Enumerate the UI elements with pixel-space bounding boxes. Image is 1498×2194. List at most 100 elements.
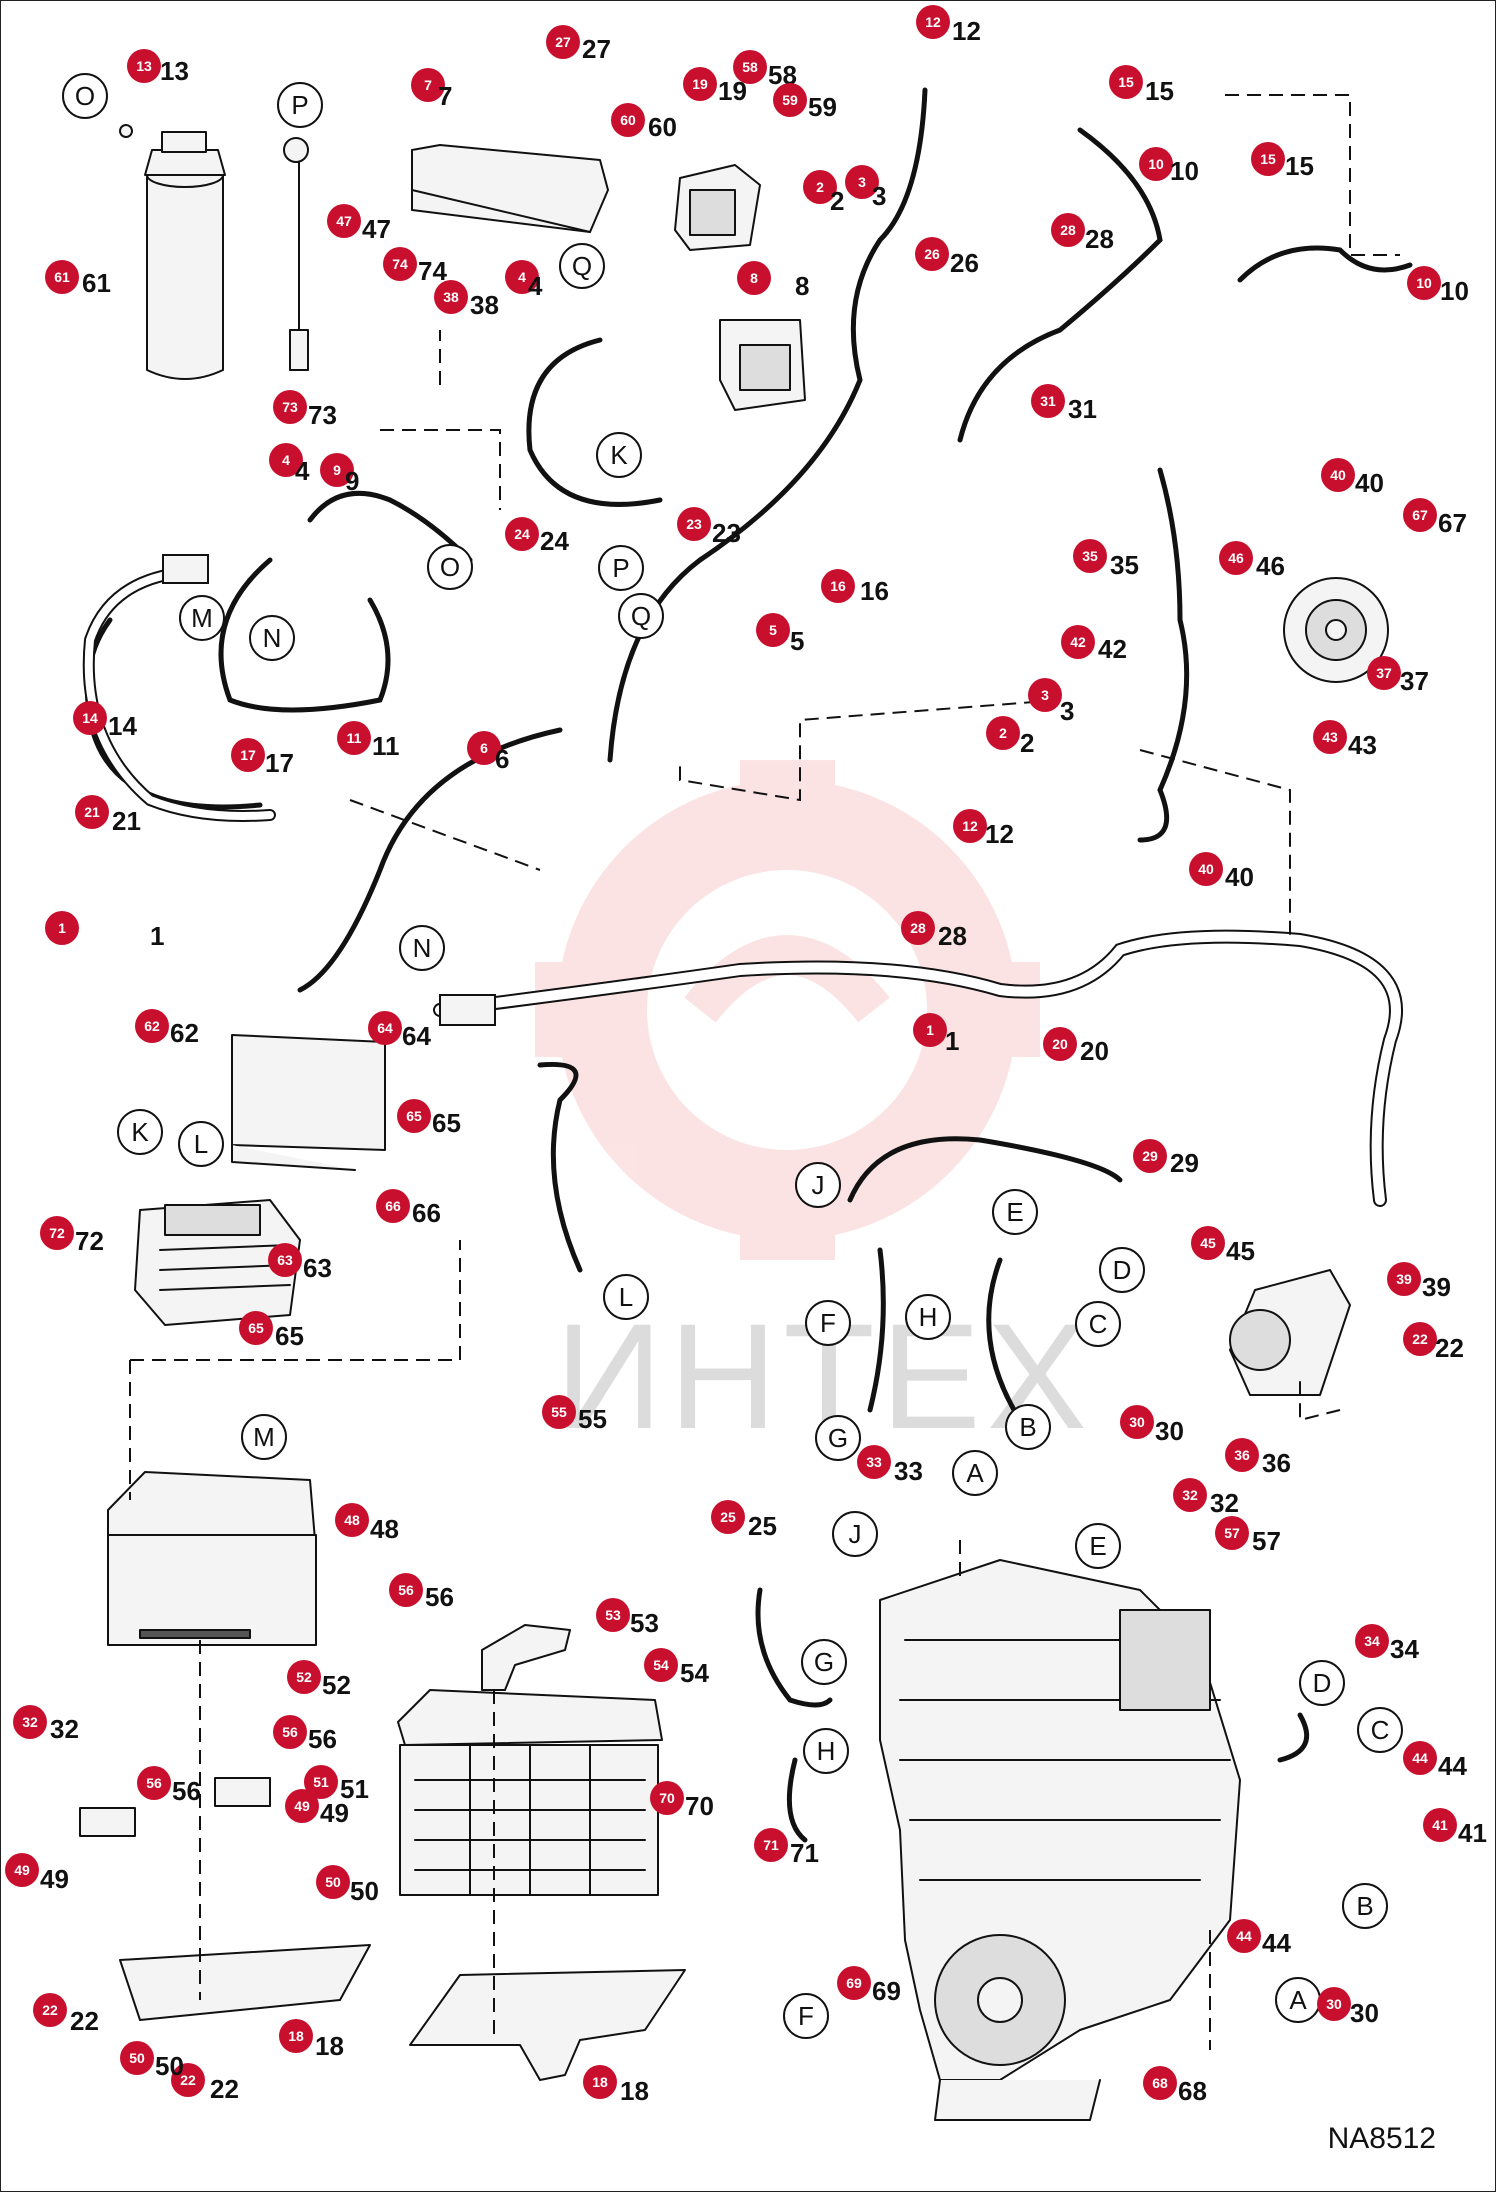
callout-part-number: 1 — [945, 1026, 959, 1056]
battery-tray-left — [119, 1944, 371, 2021]
callout-badge-number: 70 — [659, 1790, 675, 1806]
callout-part-number: 66 — [412, 1198, 441, 1228]
callout-part-number: 41 — [1458, 1818, 1487, 1848]
callout-badge — [1403, 1741, 1437, 1775]
connector-ref-kB1: B — [1005, 1404, 1051, 1450]
connector-ref-circle — [1075, 1523, 1121, 1569]
connector-ref-kL2: L — [603, 1274, 649, 1320]
callout-badge — [953, 809, 987, 843]
callout-part-number: 48 — [370, 1514, 399, 1544]
callout-badge-number: 22 — [180, 2072, 196, 2088]
callout-badge — [231, 738, 265, 772]
callout-badge — [316, 1865, 350, 1899]
callout-badge — [1403, 1322, 1437, 1356]
callout-badge — [711, 1500, 745, 1534]
callout-badge — [1043, 1027, 1077, 1061]
callout-badge-number: 54 — [653, 1657, 669, 1673]
connector-ref-letter: K — [610, 440, 628, 470]
callout-part-number: 49 — [320, 1798, 349, 1828]
callout-badge-number: 60 — [620, 112, 636, 128]
connector-ref-letter: L — [619, 1282, 633, 1312]
connector-ref-circle — [598, 545, 644, 591]
connector-ref-kK1: K — [596, 432, 642, 478]
callout-badge-number: 32 — [22, 1714, 38, 1730]
watermark-logo — [535, 760, 1040, 1260]
level-sensor — [283, 137, 309, 371]
callout-badge — [40, 1216, 74, 1250]
callout-part-number: 65 — [275, 1321, 304, 1351]
callout-part-number: 6 — [495, 744, 509, 774]
callout-badge-number: 36 — [1234, 1447, 1250, 1463]
callout-badge — [733, 50, 767, 84]
callout-badge-number: 30 — [1129, 1414, 1145, 1430]
callout-badge-number: 31 — [1040, 393, 1056, 409]
callout-part-number: 16 — [860, 576, 889, 606]
callout-part-number: 28 — [938, 921, 967, 951]
callout-badge-number: 18 — [288, 2028, 304, 2044]
callout-badge — [1225, 1438, 1259, 1472]
connector-ref-circle — [1299, 1660, 1345, 1706]
cable-m-inner — [84, 568, 274, 820]
connector-ref-letter: F — [798, 2001, 814, 2031]
callout-part-number: 44 — [1438, 1751, 1467, 1781]
callout-part-number: 64 — [402, 1021, 431, 1051]
callout-badge — [285, 1789, 319, 1823]
callout-part-number: 31 — [1068, 394, 1097, 424]
callout-badge-number: 49 — [14, 1862, 30, 1878]
callout-part-number: 8 — [795, 271, 809, 301]
connector-ref-letter: P — [612, 553, 629, 583]
callout-badge — [1367, 656, 1401, 690]
connector-ref-circle — [1357, 1707, 1403, 1753]
cover-panel — [411, 144, 609, 233]
callout-badge-number: 3 — [858, 174, 866, 190]
callout-badge-number: 1 — [58, 920, 66, 936]
callout-part-number: 35 — [1110, 550, 1139, 580]
callout-badge-number: 18 — [592, 2074, 608, 2090]
starter-motor — [1229, 1269, 1351, 1396]
callout-badge — [837, 1966, 871, 2000]
callout-badge — [1051, 213, 1085, 247]
callout-badge — [1219, 541, 1253, 575]
callout-part-number: 37 — [1400, 666, 1429, 696]
callout-part-number: 71 — [790, 1838, 819, 1868]
callout-badge — [915, 237, 949, 271]
callout-badge-number: 32 — [1182, 1487, 1198, 1503]
cable-connector-n — [439, 994, 496, 1026]
connector-ref-letter: D — [1113, 1255, 1132, 1285]
callout-badge-number: 74 — [392, 256, 408, 272]
callout-badge — [546, 25, 580, 59]
connector-ref-letter: P — [291, 90, 308, 120]
callout-badge-number: 43 — [1322, 729, 1338, 745]
callout-badge — [803, 170, 837, 204]
callout-badge-number: 6 — [480, 740, 488, 756]
callout-badge-number: 39 — [1396, 1271, 1412, 1287]
callout-badge-number: 72 — [49, 1225, 65, 1241]
callout-badge-number: 50 — [129, 2050, 145, 2066]
callout-badge-number: 38 — [443, 289, 459, 305]
callout-badge — [368, 1011, 402, 1045]
callout-badge — [137, 1766, 171, 1800]
callout-part-number: 10 — [1440, 276, 1469, 306]
callout-badge-number: 25 — [720, 1509, 736, 1525]
connector-ref-circle — [832, 1511, 878, 1557]
callout-part-number: 54 — [680, 1658, 709, 1688]
connector-ref-circle — [399, 925, 445, 971]
